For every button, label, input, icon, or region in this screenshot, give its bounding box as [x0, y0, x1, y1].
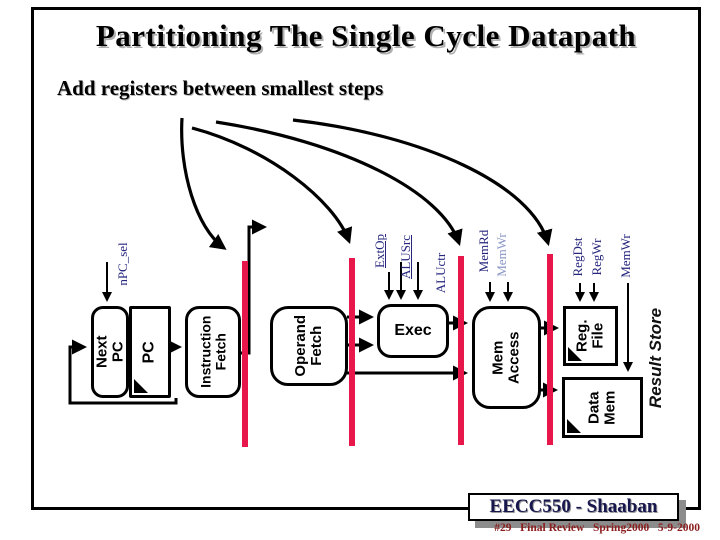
stage-data-mem-box: Data Mem	[562, 377, 643, 438]
pc-feedback-loop	[68, 339, 178, 405]
signal-memwr-label: MemWr	[494, 233, 509, 277]
result-store-label: Result Store	[646, 307, 665, 409]
signal-extop-label: ExtOp	[372, 234, 387, 268]
stage-exec-label: Exec	[394, 321, 432, 339]
signal-memrd-label: MemRd	[476, 229, 491, 273]
signal-memwr2-label: MemWr	[618, 234, 633, 278]
footer-course-label: EECC550 - Shaaban	[489, 496, 658, 517]
signal-regwr-label: RegWr	[589, 238, 604, 276]
stage-pc-label: PC	[140, 340, 158, 364]
stage-operand-fetch-label: Operand Fetch	[292, 315, 325, 377]
signal-npc-sel-label: nPC_sel	[115, 242, 130, 286]
stage-reg-file-box: Reg. File	[563, 306, 618, 366]
stage-data-mem-label: Data Mem	[585, 390, 619, 425]
stage-next-pc-label: Next PC	[93, 335, 127, 369]
stage-mem-access-box: Mem Access	[472, 306, 541, 409]
signal-regdst-label: RegDst	[570, 237, 585, 277]
stage-instruction-fetch-label: Instruction Fetch	[197, 315, 228, 389]
curved-arrows	[180, 117, 553, 250]
curved-arrow-3	[215, 120, 463, 247]
signal-aluctr-label: ALUctr	[433, 252, 448, 294]
footer-detail-label: #29 Final Review Spring2000 5-9-2000	[494, 522, 700, 534]
slide-subtitle: Add registers between smallest steps	[57, 76, 384, 100]
stage-reg-file-label: Reg. File	[573, 319, 607, 353]
pipeline-register-lines	[242, 254, 553, 447]
pc-clock-wedge-icon	[134, 379, 148, 393]
stage-pc-box: PC	[129, 306, 171, 398]
slide-title: Partitioning The Single Cycle Datapath	[95, 18, 637, 53]
control-signal-arrows	[102, 262, 633, 372]
curved-arrow-1	[180, 117, 227, 250]
stage-next-pc-box: Next PC	[91, 306, 129, 398]
curved-arrow-4	[292, 118, 553, 247]
stage-instruction-fetch-box: Instruction Fetch	[185, 306, 241, 398]
stage-exec-box: Exec	[377, 304, 449, 358]
signal-alusrc-label: ALUSrc	[398, 234, 413, 280]
curved-arrow-2	[191, 126, 353, 245]
stage-operand-fetch-box: Operand Fetch	[270, 306, 348, 386]
footer-course-box: EECC550 - Shaaban	[468, 493, 679, 521]
data-mem-clock-wedge-icon	[567, 419, 581, 433]
stage-mem-access-label: Mem Access	[489, 331, 523, 384]
slide-border	[31, 7, 701, 510]
